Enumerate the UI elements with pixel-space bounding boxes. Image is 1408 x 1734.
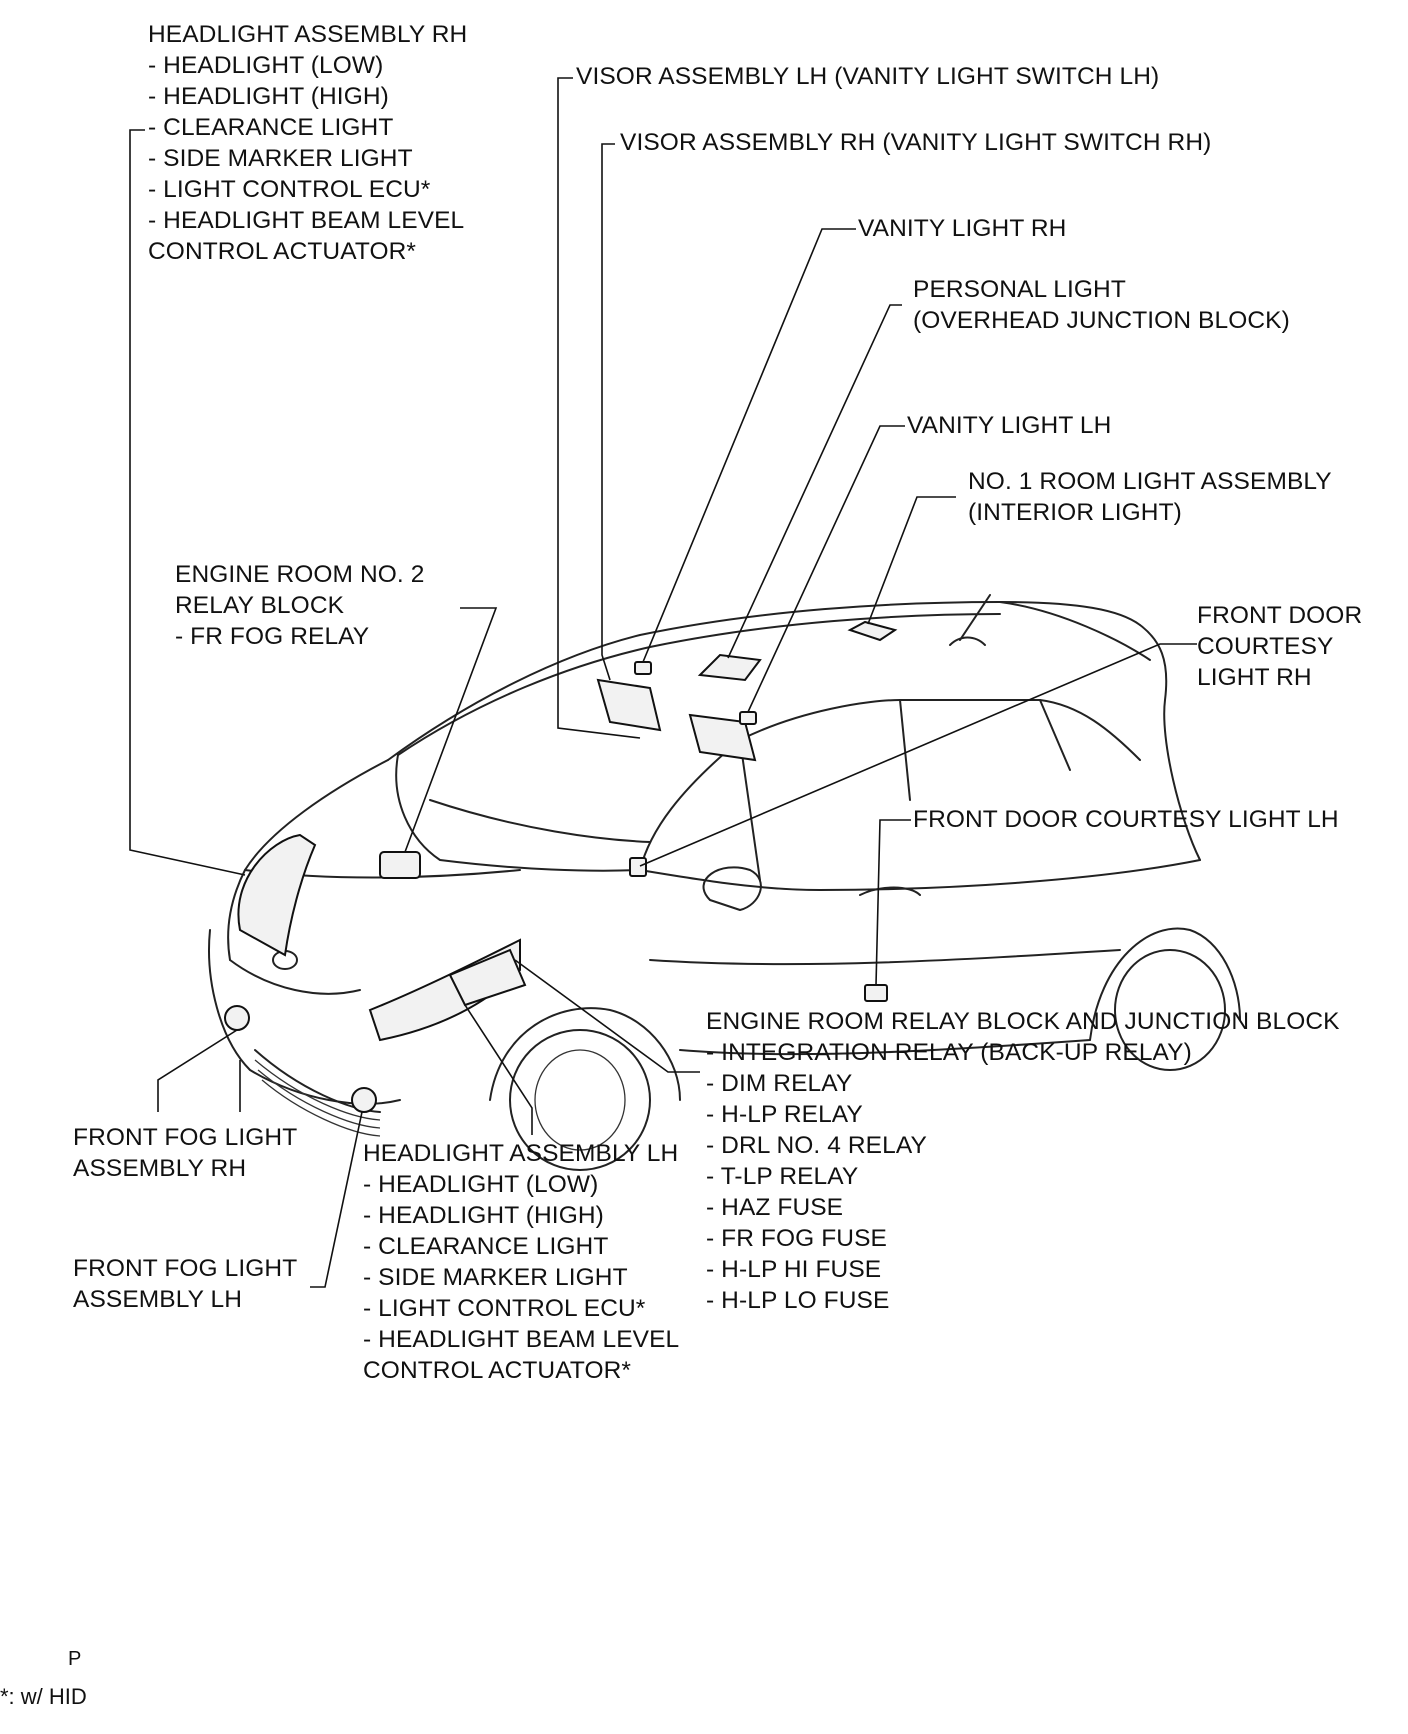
room-light-line: NO. 1 ROOM LIGHT ASSEMBLY bbox=[968, 468, 1332, 495]
engine-room-relay-item: - H-LP HI FUSE bbox=[706, 1256, 882, 1283]
engine-room-relay-item: - FR FOG FUSE bbox=[706, 1225, 887, 1252]
engine-room-relay-title: ENGINE ROOM RELAY BLOCK AND JUNCTION BLO… bbox=[706, 1008, 1340, 1035]
footnote-hid: *: w/ HID bbox=[0, 1684, 87, 1709]
fog-rh-marker bbox=[224, 1005, 250, 1031]
headlight-lh-item: - HEADLIGHT BEAM LEVEL bbox=[363, 1326, 680, 1353]
figure-code: P bbox=[68, 1648, 82, 1670]
room-light-line: (INTERIOR LIGHT) bbox=[968, 499, 1182, 526]
fog-rh-line: FRONT FOG LIGHT bbox=[73, 1124, 298, 1151]
headlight-lh-item: - SIDE MARKER LIGHT bbox=[363, 1264, 628, 1291]
engine-room-relay-item: - INTEGRATION RELAY (BACK-UP RELAY) bbox=[706, 1039, 1192, 1066]
door-courtesy-lh-marker bbox=[864, 984, 888, 1002]
headlight-lh-title: HEADLIGHT ASSEMBLY LH bbox=[363, 1140, 679, 1167]
vanity-lh-label: VANITY LIGHT LH bbox=[907, 412, 1112, 439]
fog-lh-line: FRONT FOG LIGHT bbox=[73, 1255, 298, 1282]
vanity-rh-marker bbox=[634, 661, 652, 675]
room-light-label: NO. 1 ROOM LIGHT ASSEMBLY (INTERIOR LIGH… bbox=[968, 466, 1332, 528]
engine-room-no2-label: ENGINE ROOM NO. 2 RELAY BLOCK - FR FOG R… bbox=[175, 559, 424, 652]
headlight-lh-item: - CLEARANCE LIGHT bbox=[363, 1233, 609, 1260]
personal-light-marker bbox=[697, 653, 762, 682]
relay-block-no2-marker bbox=[379, 851, 421, 879]
vanity-rh-label: VANITY LIGHT RH bbox=[858, 215, 1067, 242]
headlight-lh-item: CONTROL ACTUATOR* bbox=[363, 1357, 632, 1384]
fog-lh-label: FRONT FOG LIGHT ASSEMBLY LH bbox=[73, 1253, 297, 1315]
component-markers bbox=[224, 620, 898, 1113]
engine-room-relay-item: - H-LP LO FUSE bbox=[706, 1287, 890, 1314]
visor-lh-marker bbox=[596, 678, 662, 732]
headlight-rh-item: - SIDE MARKER LIGHT bbox=[148, 145, 413, 172]
engine-room-relay-item: - DRL NO. 4 RELAY bbox=[706, 1132, 927, 1159]
headlight-lh-item: - HEADLIGHT (LOW) bbox=[363, 1171, 599, 1198]
front-door-rh-line: COURTESY bbox=[1197, 633, 1334, 660]
engine-room-relay-marker bbox=[448, 948, 527, 1007]
front-door-rh-label: FRONT DOOR COURTESY LIGHT RH bbox=[1197, 600, 1362, 693]
front-door-lh-label: FRONT DOOR COURTESY LIGHT LH bbox=[913, 806, 1339, 833]
visor-lh-label: VISOR ASSEMBLY LH (VANITY LIGHT SWITCH L… bbox=[576, 63, 1160, 90]
personal-light-label: PERSONAL LIGHT (OVERHEAD JUNCTION BLOCK) bbox=[913, 274, 1290, 336]
front-door-rh-line: LIGHT RH bbox=[1197, 664, 1312, 691]
engine-room-no2-line: RELAY BLOCK bbox=[175, 592, 345, 619]
fog-rh-label: FRONT FOG LIGHT ASSEMBLY RH bbox=[73, 1122, 297, 1184]
headlight-lh-label-group: HEADLIGHT ASSEMBLY LH - HEADLIGHT (LOW) … bbox=[363, 1138, 679, 1386]
fog-rh-line: ASSEMBLY RH bbox=[73, 1155, 247, 1182]
headlight-rh-item: - LIGHT CONTROL ECU* bbox=[148, 176, 431, 203]
headlight-lh-item: - HEADLIGHT (HIGH) bbox=[363, 1202, 604, 1229]
headlight-rh-label-group: HEADLIGHT ASSEMBLY RH - HEADLIGHT (LOW) … bbox=[148, 19, 467, 267]
fog-lh-marker bbox=[351, 1087, 377, 1113]
headlight-rh-title: HEADLIGHT ASSEMBLY RH bbox=[148, 21, 468, 48]
vanity-lh-marker bbox=[739, 711, 757, 725]
engine-room-relay-item: - DIM RELAY bbox=[706, 1070, 853, 1097]
door-courtesy-rh-marker bbox=[629, 857, 647, 877]
visor-rh-label: VISOR ASSEMBLY RH (VANITY LIGHT SWITCH R… bbox=[620, 129, 1212, 156]
room-light-marker bbox=[847, 620, 898, 642]
headlight-lh-item: - LIGHT CONTROL ECU* bbox=[363, 1295, 646, 1322]
fog-lh-line: ASSEMBLY LH bbox=[73, 1286, 243, 1313]
headlight-rh-marker bbox=[237, 833, 317, 957]
engine-room-relay-label-group: ENGINE ROOM RELAY BLOCK AND JUNCTION BLO… bbox=[706, 1006, 1340, 1316]
engine-room-no2-line: - FR FOG RELAY bbox=[175, 623, 370, 650]
headlight-rh-item: - CLEARANCE LIGHT bbox=[148, 114, 394, 141]
engine-room-relay-item: - T-LP RELAY bbox=[706, 1163, 859, 1190]
engine-room-no2-line: ENGINE ROOM NO. 2 bbox=[175, 561, 425, 588]
engine-room-relay-item: - HAZ FUSE bbox=[706, 1194, 844, 1221]
leader-lines bbox=[129, 77, 1197, 1288]
headlight-rh-item: - HEADLIGHT (LOW) bbox=[148, 52, 384, 79]
front-door-rh-line: FRONT DOOR bbox=[1197, 602, 1363, 629]
headlight-rh-item: - HEADLIGHT BEAM LEVEL bbox=[148, 207, 465, 234]
visor-rh-marker bbox=[688, 713, 757, 762]
personal-light-line: (OVERHEAD JUNCTION BLOCK) bbox=[913, 307, 1290, 334]
personal-light-line: PERSONAL LIGHT bbox=[913, 276, 1126, 303]
engine-room-relay-item: - H-LP RELAY bbox=[706, 1101, 863, 1128]
headlight-rh-item: - HEADLIGHT (HIGH) bbox=[148, 83, 389, 110]
headlight-rh-item: CONTROL ACTUATOR* bbox=[148, 238, 417, 265]
